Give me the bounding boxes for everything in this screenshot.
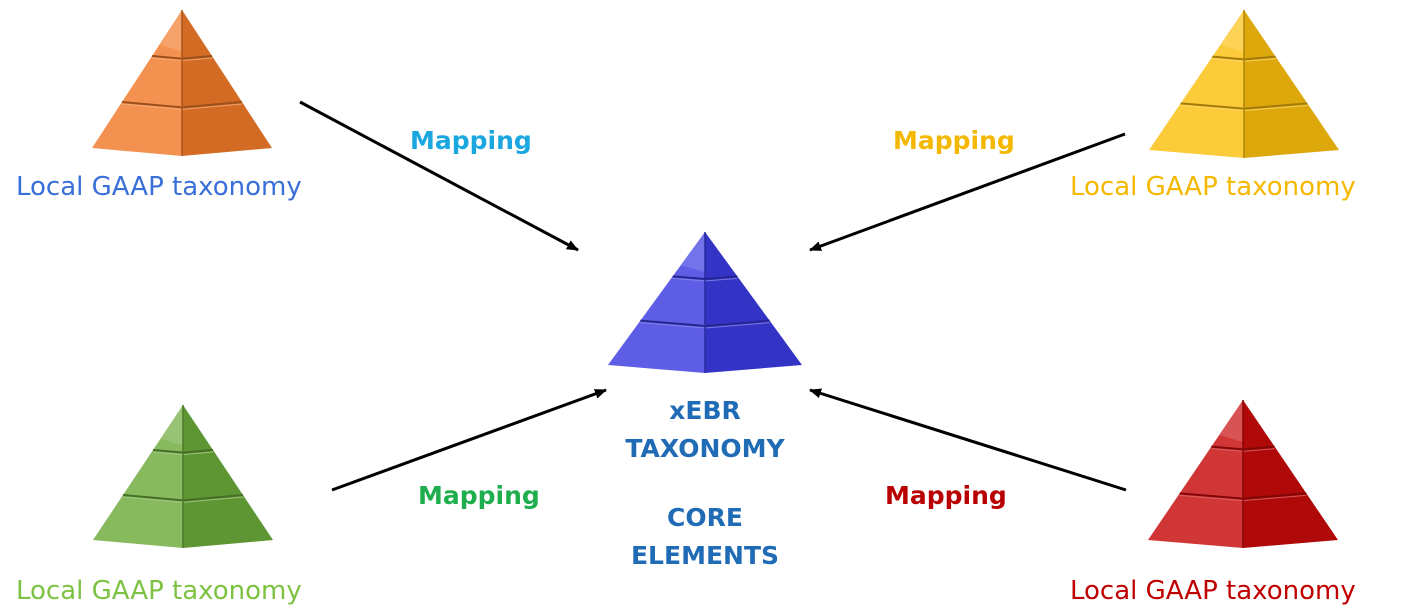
arrow-top-left xyxy=(299,100,579,252)
mapping-label-bottom-right: Mapping xyxy=(885,481,1007,510)
pyramid-face-right xyxy=(1244,10,1339,158)
core-title-line-1: xEBR xyxy=(669,396,741,425)
arrow-bottom-right xyxy=(809,388,1127,492)
node-label-top-left: Local GAAP taxonomy xyxy=(16,172,302,202)
pyramid-face-left xyxy=(1148,400,1243,548)
arrow-top-right xyxy=(809,132,1126,252)
pyramid-highlight xyxy=(1220,10,1244,52)
arrow-bottom-left xyxy=(331,388,607,492)
pyramid-face-left xyxy=(1149,10,1244,158)
pyramid-red-icon xyxy=(1148,400,1338,548)
pyramid-highlight xyxy=(160,405,183,446)
core-subtitle-line-2: ELEMENTS xyxy=(630,541,780,570)
pyramid-face-left xyxy=(93,405,183,548)
pyramid-face-left xyxy=(92,10,182,156)
mapping-label-top-left: Mapping xyxy=(410,126,532,155)
node-label-bottom-right: Local GAAP taxonomy xyxy=(1070,576,1356,606)
node-label-top-right: Local GAAP taxonomy xyxy=(1070,172,1356,202)
pyramid-face-right xyxy=(183,405,273,548)
core-subtitle-line-1: CORE xyxy=(667,503,743,532)
pyramid-blue-icon xyxy=(608,232,802,373)
pyramid-face-right xyxy=(705,232,802,373)
pyramid-highlight xyxy=(159,10,182,52)
core-title: xEBR TAXONOMY xyxy=(585,392,825,468)
core-subtitle: CORE ELEMENTS xyxy=(585,499,825,575)
mapping-label-top-right: Mapping xyxy=(893,126,1015,155)
pyramid-highlight xyxy=(680,232,705,272)
pyramid-yellow-icon xyxy=(1149,10,1339,158)
pyramid-highlight xyxy=(1219,400,1243,442)
pyramid-green-icon xyxy=(93,405,273,548)
core-title-line-2: TAXONOMY xyxy=(625,434,785,463)
mapping-label-bottom-left: Mapping xyxy=(418,481,540,510)
node-label-bottom-left: Local GAAP taxonomy xyxy=(16,576,302,606)
pyramid-face-right xyxy=(182,10,272,156)
pyramid-orange-icon xyxy=(92,10,272,156)
pyramid-face-left xyxy=(608,232,705,373)
pyramid-face-right xyxy=(1243,400,1338,548)
